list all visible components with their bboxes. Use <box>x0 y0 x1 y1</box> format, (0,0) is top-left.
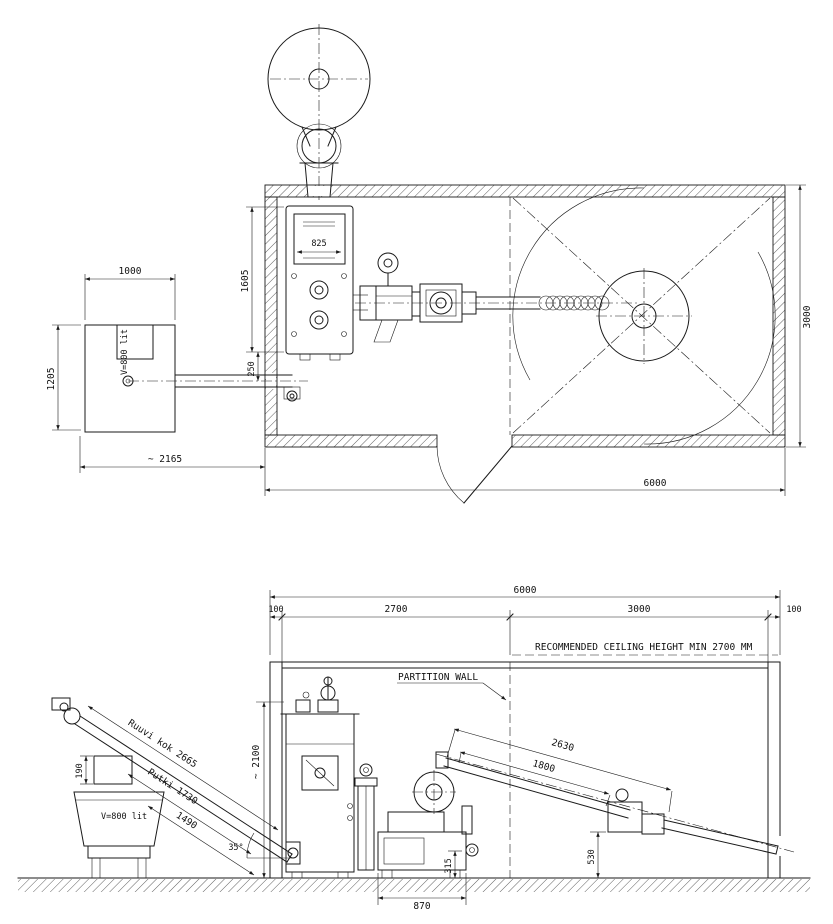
dim-right-wall: 100 <box>786 605 801 615</box>
plan-storage-agitator <box>512 187 776 445</box>
dim-storage-room: 3000 <box>628 604 651 615</box>
plan-boiler <box>285 205 354 361</box>
dim-boiler-offset: 250 <box>247 361 257 376</box>
plan-silo: V=800 lit <box>84 324 176 433</box>
plan-feed-spiral <box>538 295 610 311</box>
dim-tube-length: Putki 1730 <box>145 767 199 808</box>
plan-view: V=800 lit 1000 1205 1605 825 250 <box>46 24 813 504</box>
elevation-view: RECOMMENDED CEILING HEIGHT MIN 2700 MM P… <box>17 585 811 912</box>
dim-silo-distance: ~ 2165 <box>148 454 182 465</box>
plan-room-walls <box>264 184 786 448</box>
partition-wall-label: PARTITION WALL <box>398 672 478 683</box>
dim-silo-depth: 1205 <box>46 368 57 391</box>
dim-boiler-height: ~ 2100 <box>251 745 262 780</box>
plan-door-swing <box>436 445 513 504</box>
dim-burner-width: 870 <box>413 901 430 912</box>
dim-room-width-elev: 6000 <box>514 585 537 596</box>
ceiling-height-note: RECOMMENDED CEILING HEIGHT MIN 2700 MM <box>535 642 753 653</box>
elev-ground <box>17 877 811 892</box>
elev-burner: 870 315 <box>354 763 479 912</box>
elev-silo-volume-label: V=800 lit <box>101 812 147 822</box>
dim-screw-section: 1490 <box>174 810 199 832</box>
plan-cyclone-fan <box>267 24 371 200</box>
elev-room: RECOMMENDED CEILING HEIGHT MIN 2700 MM <box>269 642 781 879</box>
elev-top-dimensions: 6000 100 2700 3000 100 <box>268 585 802 662</box>
dim-boiler-side: 1605 <box>240 270 251 293</box>
dim-silo-width: 1000 <box>119 266 142 277</box>
dim-left-wall: 100 <box>268 605 283 615</box>
dim-screw-angle: 35° <box>228 843 243 853</box>
dim-boiler-room: 2700 <box>385 604 408 615</box>
dim-boiler-front: 825 <box>311 239 326 249</box>
plan-burner-assembly <box>353 252 640 343</box>
dim-feed-tube: 1800 <box>531 758 556 775</box>
dim-hopper-box: 190 <box>75 763 85 778</box>
dim-room-depth: 3000 <box>802 305 813 328</box>
elev-partition: PARTITION WALL <box>397 662 511 878</box>
dim-room-width-plan: 6000 <box>644 478 667 489</box>
plan-conveyor-tube <box>128 373 308 402</box>
dim-screw-total: Ruuvi kok 2665 <box>126 717 199 770</box>
plan-silo-volume-label: V=800 lit <box>120 329 130 375</box>
elev-boiler: ~ 2100 <box>251 676 360 879</box>
dim-intake-height: 530 <box>587 849 597 864</box>
dim-feed-screw: 2630 <box>550 737 575 754</box>
plan-dimensions: 1000 1205 1605 825 250 3000 <box>46 184 813 496</box>
elev-feed-conveyor: 2630 1800 530 <box>435 728 795 878</box>
dim-burner-depth: 315 <box>444 858 454 873</box>
elev-silo-screw: V=800 lit Ruuvi kok 2665 Putki 1730 1490… <box>51 697 293 879</box>
